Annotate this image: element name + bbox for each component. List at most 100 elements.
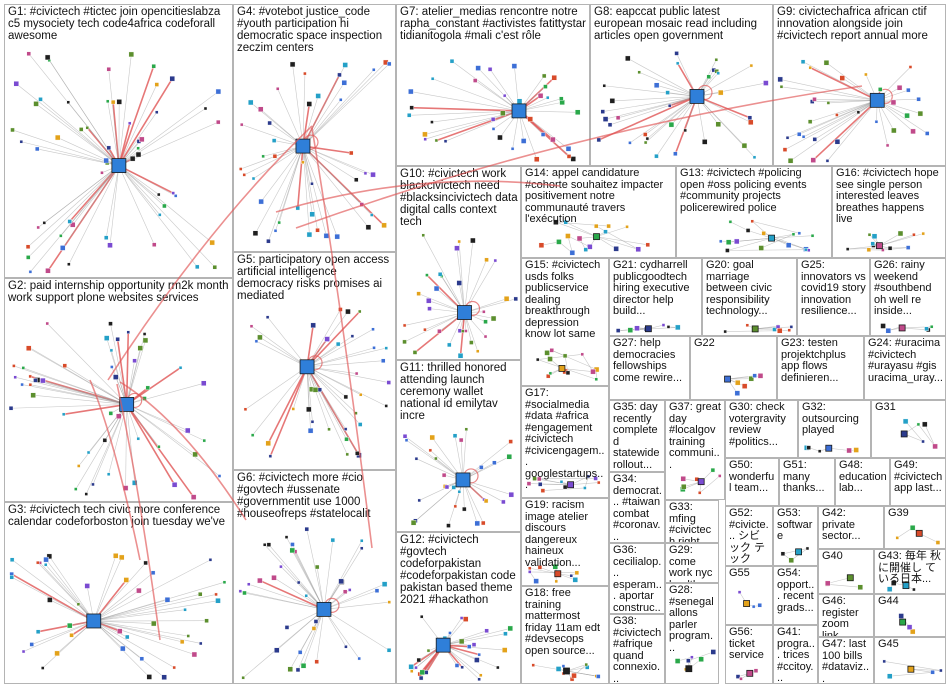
network-node[interactable] (314, 564, 320, 570)
network-node[interactable] (932, 443, 938, 450)
network-node[interactable] (549, 348, 554, 353)
network-node[interactable] (698, 491, 702, 495)
network-node[interactable] (43, 556, 49, 563)
network-node[interactable] (136, 146, 140, 150)
network-node[interactable] (475, 65, 481, 71)
network-node[interactable] (909, 525, 916, 531)
network-node[interactable] (600, 109, 605, 114)
network-node[interactable] (625, 55, 631, 62)
network-node[interactable] (86, 450, 91, 455)
network-node[interactable] (408, 88, 414, 95)
network-node[interactable] (508, 491, 515, 498)
network-node[interactable] (338, 578, 344, 585)
network-node[interactable] (483, 319, 488, 324)
network-node[interactable] (583, 247, 588, 252)
network-node[interactable] (686, 658, 691, 663)
hub-node[interactable] (457, 305, 472, 320)
network-node[interactable] (910, 628, 916, 635)
network-node[interactable] (146, 674, 152, 680)
network-node[interactable] (204, 618, 209, 623)
network-node[interactable] (202, 438, 206, 443)
network-node[interactable] (190, 494, 197, 500)
network-node[interactable] (116, 99, 122, 105)
network-node[interactable] (271, 138, 277, 143)
network-node[interactable] (250, 433, 255, 437)
network-node[interactable] (734, 238, 740, 245)
network-node[interactable] (551, 75, 557, 81)
network-node[interactable] (554, 579, 559, 584)
network-node[interactable] (410, 520, 417, 526)
hub-node[interactable] (900, 430, 908, 438)
network-node[interactable] (484, 628, 489, 633)
network-node[interactable] (61, 412, 66, 417)
network-node[interactable] (752, 373, 757, 378)
network-node[interactable] (787, 158, 794, 164)
network-node[interactable] (537, 93, 544, 99)
network-node[interactable] (458, 437, 464, 443)
network-node[interactable] (139, 656, 145, 661)
network-node[interactable] (912, 587, 916, 592)
network-node[interactable] (9, 575, 14, 580)
network-node[interactable] (257, 577, 263, 584)
network-node[interactable] (354, 371, 359, 376)
network-node[interactable] (719, 239, 723, 244)
network-node[interactable] (777, 76, 783, 83)
network-node[interactable] (102, 438, 108, 443)
network-node[interactable] (882, 659, 886, 664)
network-node[interactable] (113, 374, 119, 380)
network-node[interactable] (54, 650, 60, 657)
network-node[interactable] (569, 250, 576, 256)
network-node[interactable] (493, 258, 498, 263)
network-node[interactable] (572, 577, 578, 583)
network-node[interactable] (718, 474, 722, 478)
network-node[interactable] (414, 665, 418, 670)
network-node[interactable] (284, 625, 290, 630)
network-node[interactable] (360, 546, 364, 551)
network-node[interactable] (192, 451, 198, 458)
network-node[interactable] (402, 323, 407, 328)
network-node[interactable] (266, 542, 272, 547)
network-node[interactable] (921, 231, 925, 236)
network-node[interactable] (580, 352, 584, 357)
network-node[interactable] (310, 420, 315, 424)
network-node[interactable] (559, 96, 564, 101)
network-node[interactable] (714, 58, 719, 62)
network-node[interactable] (645, 136, 650, 141)
network-node[interactable] (550, 136, 556, 143)
network-node[interactable] (789, 325, 794, 329)
network-node[interactable] (491, 127, 496, 131)
network-node[interactable] (120, 645, 126, 652)
network-node[interactable] (44, 54, 51, 61)
network-node[interactable] (21, 649, 26, 654)
network-node[interactable] (555, 666, 562, 672)
network-node[interactable] (186, 634, 190, 638)
network-node[interactable] (757, 603, 762, 608)
network-node[interactable] (483, 334, 488, 339)
network-node[interactable] (137, 345, 143, 351)
network-node[interactable] (556, 239, 562, 245)
network-node[interactable] (125, 634, 130, 640)
network-node[interactable] (536, 357, 540, 362)
network-node[interactable] (574, 109, 581, 116)
network-node[interactable] (142, 332, 147, 336)
network-node[interactable] (36, 560, 40, 565)
network-node[interactable] (823, 60, 830, 66)
network-node[interactable] (545, 95, 550, 100)
network-node[interactable] (538, 482, 543, 487)
network-node[interactable] (25, 244, 31, 249)
network-node[interactable] (62, 363, 68, 368)
network-node[interactable] (45, 321, 49, 326)
network-node[interactable] (249, 324, 254, 328)
network-node[interactable] (381, 358, 386, 363)
network-node[interactable] (12, 364, 16, 368)
network-node[interactable] (109, 348, 114, 353)
network-node[interactable] (675, 61, 680, 66)
network-node[interactable] (897, 230, 904, 237)
network-node[interactable] (449, 58, 455, 64)
network-node[interactable] (354, 411, 358, 415)
network-node[interactable] (428, 448, 433, 453)
hub-node[interactable] (899, 618, 907, 626)
network-node[interactable] (40, 377, 46, 384)
network-node[interactable] (426, 648, 431, 653)
network-node[interactable] (635, 246, 641, 253)
